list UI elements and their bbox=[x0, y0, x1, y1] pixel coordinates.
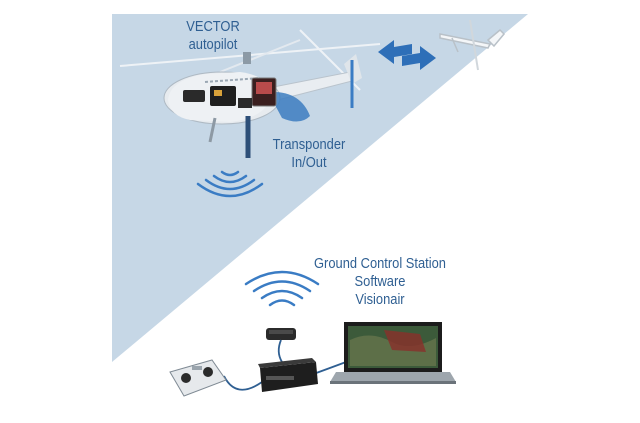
sky-background bbox=[112, 14, 528, 362]
transponder-signal-icon bbox=[196, 170, 264, 198]
gcs-label-line-1: Ground Control Station bbox=[314, 255, 446, 272]
joystick-controller bbox=[169, 359, 227, 397]
vector-label-line-2: autopilot bbox=[188, 36, 238, 53]
transponder-label-line-1: Transponder bbox=[272, 136, 346, 153]
helicopter-illustration bbox=[119, 29, 381, 158]
antenna-module bbox=[266, 328, 296, 340]
datalink-arrows-icon bbox=[378, 40, 436, 70]
laptop bbox=[330, 322, 456, 384]
gcs-label-line-3: Visionair bbox=[355, 291, 405, 308]
wifi-signal-icon bbox=[244, 270, 320, 307]
vector-label-line-1: VECTOR bbox=[186, 18, 240, 35]
transponder-label: Transponder In/Out bbox=[262, 136, 357, 172]
ground-control-station-label: Ground Control Station Software Visionai… bbox=[311, 255, 449, 309]
transponder-label-line-2: In/Out bbox=[291, 154, 327, 171]
vector-autopilot-label: VECTOR autopilot bbox=[174, 18, 251, 54]
ground-control-unit bbox=[258, 358, 318, 392]
drone-illustration bbox=[439, 19, 506, 71]
gcs-label-line-2: Software bbox=[354, 273, 406, 290]
